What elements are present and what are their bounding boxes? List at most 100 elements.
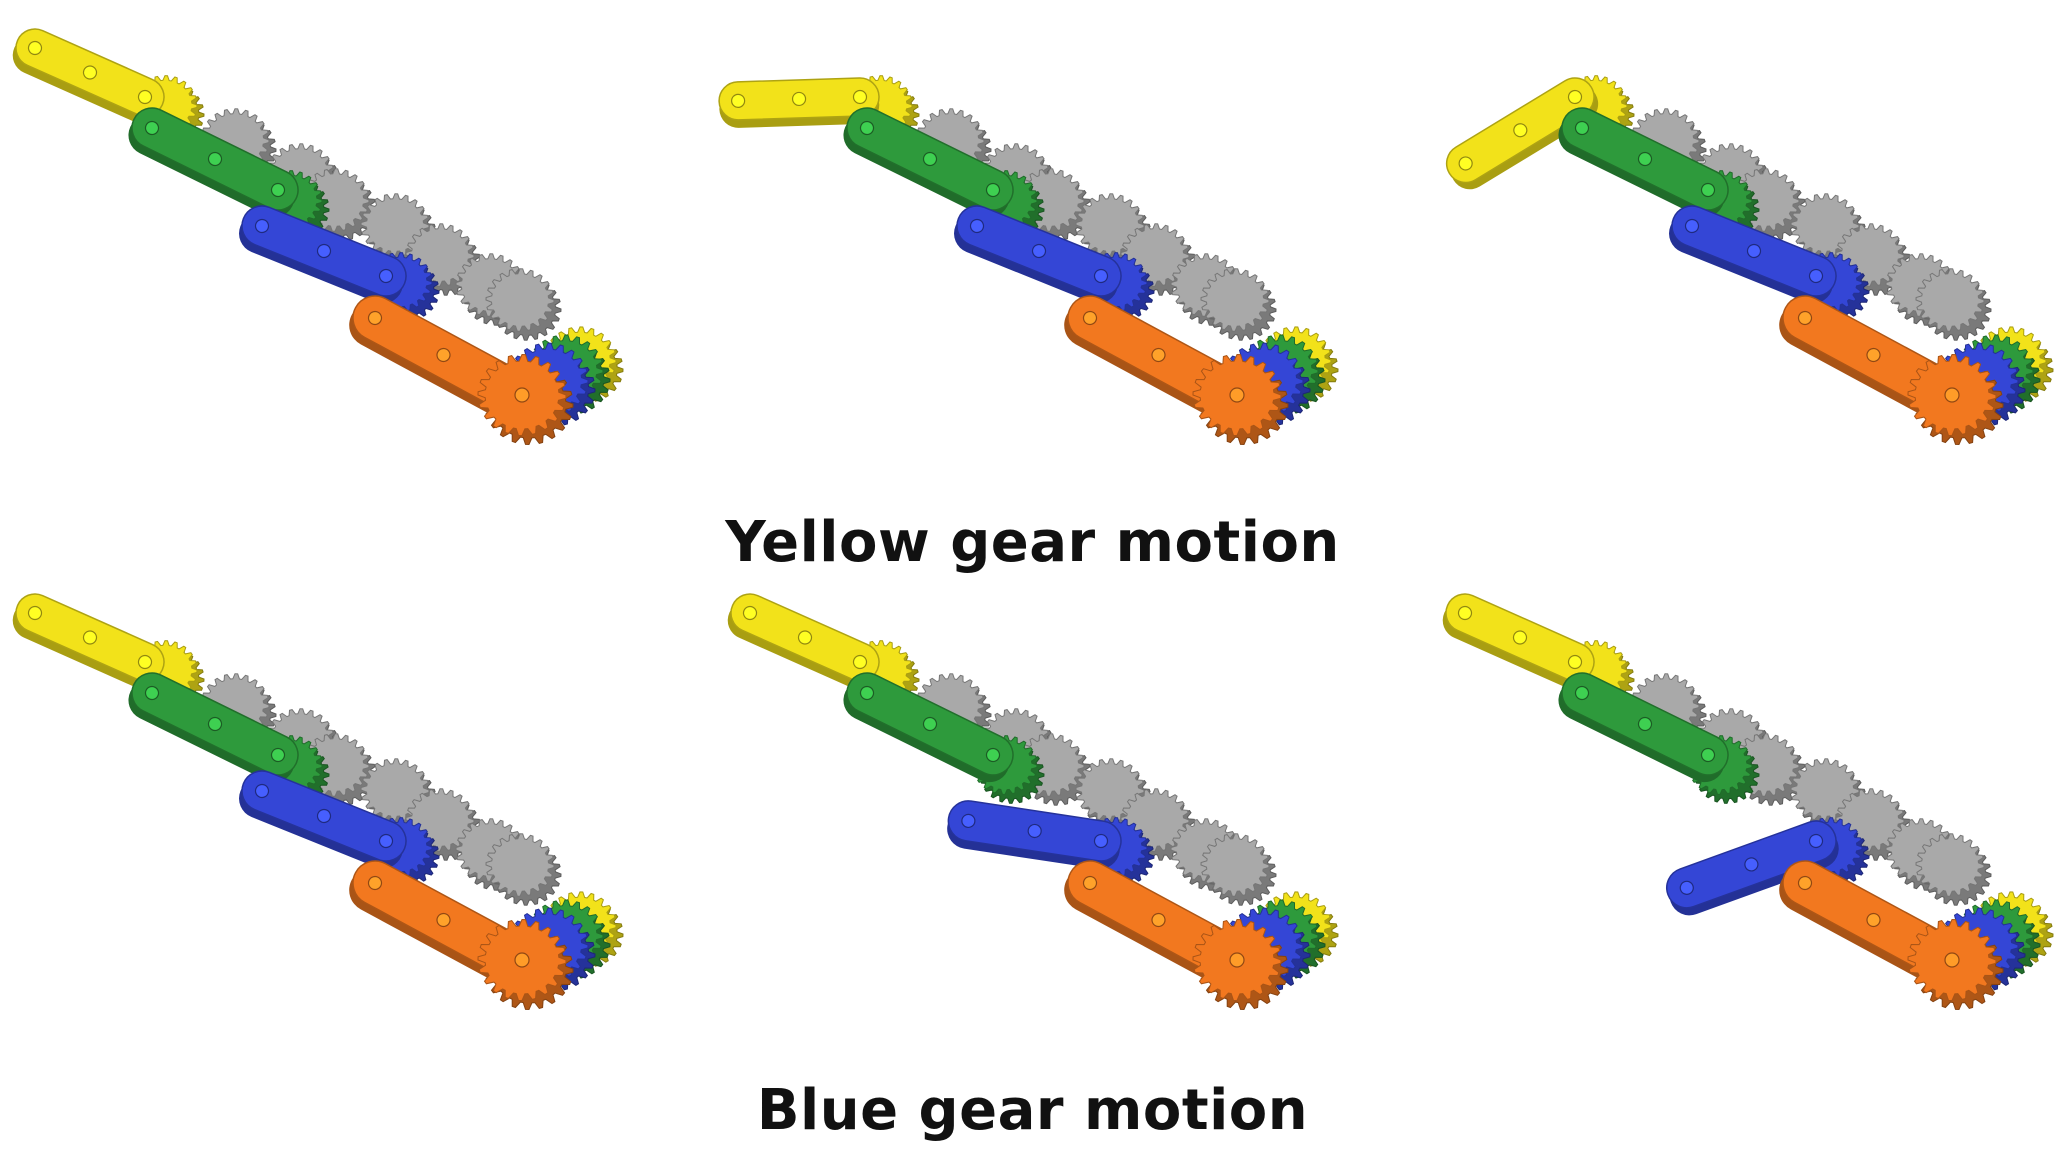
yellow-link: [12, 28, 165, 124]
caption-yellow-gear-motion: Yellow gear motion: [725, 510, 1340, 575]
blue-link-hole-3: [378, 268, 394, 284]
blue-link-hole-1: [1684, 218, 1700, 234]
yellow-link-hole-1: [742, 605, 758, 621]
mechanism-blue-gear-motion-frame-2: [727, 593, 1339, 1011]
green-link-hole-1: [1574, 120, 1590, 136]
orange-gear-axle: [514, 952, 530, 968]
green-link-hole-3: [985, 182, 1001, 198]
yellow-link-hole-3: [852, 89, 868, 105]
yellow-link-hole-2: [797, 630, 813, 645]
green-link-hole-3: [985, 747, 1001, 763]
orange-link-hole-1: [1797, 875, 1813, 891]
gray-gear-7: [1200, 833, 1270, 897]
blue-link-hole-1: [969, 218, 985, 234]
blue-link: [947, 800, 1122, 869]
gray-gear-7: [1200, 268, 1270, 332]
yellow-link-hole-2: [82, 630, 98, 645]
orange-link-hole-2: [1866, 347, 1881, 363]
orange-gear-axle: [1229, 952, 1245, 968]
green-link-hole-2: [1637, 716, 1653, 732]
green-link-hole-2: [922, 151, 938, 167]
blue-link-hole-2: [1744, 857, 1759, 872]
green-link: [128, 107, 299, 218]
yellow-link: [718, 77, 880, 128]
green-link-hole-2: [1637, 151, 1653, 167]
gray-gear-7: [1915, 268, 1985, 332]
green-link-hole-2: [207, 716, 223, 732]
green-link-hole-3: [1700, 747, 1716, 763]
orange-link-hole-2: [436, 347, 451, 363]
blue-link-hole-1: [254, 783, 270, 799]
yellow-link: [12, 593, 165, 689]
yellow-link-hole-3: [137, 654, 153, 670]
mechanism-yellow-gear-motion-frame-3: [1445, 75, 2054, 446]
orange-link-hole-1: [1797, 310, 1813, 326]
blue-link: [1669, 205, 1837, 304]
green-link-hole-1: [859, 685, 875, 701]
green-link: [1558, 107, 1729, 218]
blue-link-hole-3: [1808, 268, 1824, 284]
blue-link-hole-2: [1027, 823, 1042, 839]
orange-gear-axle: [1944, 952, 1960, 968]
yellow-link-hole-1: [1457, 605, 1473, 621]
yellow-link-hole-1: [27, 605, 43, 621]
green-link-hole-1: [859, 120, 875, 136]
green-link-hole-3: [1700, 182, 1716, 198]
gray-gear-7: [1915, 833, 1985, 897]
orange-link-hole-1: [1082, 310, 1098, 326]
orange-link-hole-1: [367, 310, 383, 326]
blue-link: [239, 770, 407, 869]
blue-link: [954, 205, 1122, 304]
yellow-link-hole-3: [137, 89, 153, 105]
orange-link-hole-1: [1082, 875, 1098, 891]
green-link: [843, 672, 1014, 783]
blue-link-hole-1: [254, 218, 270, 234]
gray-gear-7: [485, 833, 555, 897]
green-link: [843, 107, 1014, 218]
yellow-link-hole-3: [1567, 89, 1583, 105]
blue-link-hole-3: [1093, 268, 1109, 284]
yellow-link-hole-2: [791, 91, 807, 107]
blue-link-hole-2: [316, 243, 332, 259]
green-link-hole-1: [144, 685, 160, 701]
blue-link-hole-2: [316, 808, 332, 824]
orange-gear-axle: [1944, 387, 1960, 403]
green-link: [128, 672, 299, 783]
green-link-hole-1: [1574, 685, 1590, 701]
green-link-hole-3: [270, 182, 286, 198]
yellow-link-hole-3: [852, 654, 868, 670]
caption-blue-gear-motion: Blue gear motion: [756, 1078, 1309, 1143]
yellow-link-hole-1: [27, 40, 43, 56]
mechanism-blue-gear-motion-frame-1: [12, 593, 624, 1011]
green-link: [1558, 672, 1729, 783]
yellow-link: [1445, 77, 1599, 190]
mechanism-blue-gear-motion-frame-3: [1442, 593, 2054, 1011]
orange-link-hole-2: [1151, 347, 1166, 363]
blue-link-hole-1: [1679, 880, 1694, 895]
blue-link-hole-3: [1093, 833, 1109, 849]
blue-link-hole-1: [961, 813, 976, 829]
orange-link-hole-2: [1866, 912, 1881, 928]
green-link-hole-3: [270, 747, 286, 763]
yellow-link: [1442, 593, 1595, 689]
blue-link: [1666, 820, 1839, 916]
green-link-hole-2: [207, 151, 223, 167]
blue-link: [239, 205, 407, 304]
orange-link-hole-1: [367, 875, 383, 891]
mechanism-yellow-gear-motion-frame-2: [718, 75, 1339, 446]
yellow-link: [727, 593, 880, 689]
orange-gear-axle: [514, 387, 530, 403]
yellow-link-hole-1: [1458, 156, 1473, 171]
blue-link-hole-3: [1808, 833, 1824, 849]
blue-link-hole-2: [1746, 243, 1762, 259]
green-link-hole-2: [922, 716, 938, 732]
blue-link-hole-2: [1031, 243, 1047, 259]
green-link-hole-1: [144, 120, 160, 136]
orange-gear-axle: [1229, 387, 1245, 403]
gray-gear-7: [485, 268, 555, 332]
blue-link-hole-3: [378, 833, 394, 849]
mechanism-yellow-gear-motion-frame-1: [12, 28, 624, 446]
orange-link-hole-2: [1151, 912, 1166, 928]
